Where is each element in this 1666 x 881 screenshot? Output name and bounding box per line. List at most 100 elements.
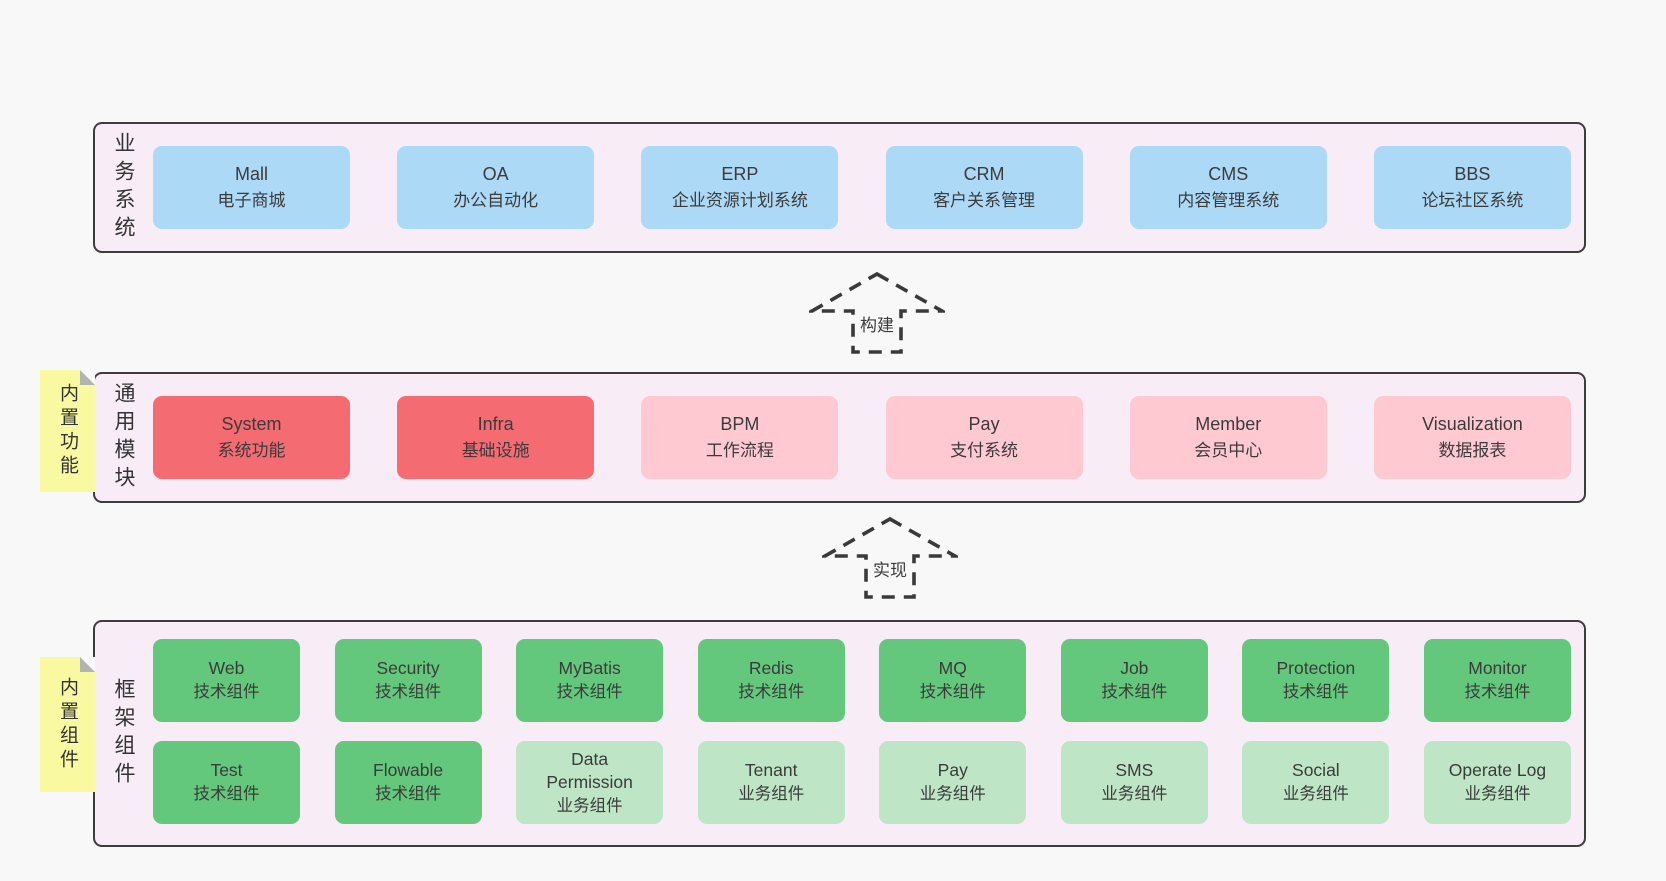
card-desc: 技术组件 xyxy=(738,683,805,702)
build-arrow-label: 构建 xyxy=(857,310,897,337)
up-arrow-icon xyxy=(809,271,945,354)
card-desc: 技术组件 xyxy=(556,683,623,702)
card-security: Security 技术组件 xyxy=(334,639,482,722)
card-desc: 数据报表 xyxy=(1438,440,1507,460)
card-mall: Mall 电子商城 xyxy=(153,146,350,229)
card-desc: 工作流程 xyxy=(705,440,774,460)
card-name: BBS xyxy=(1454,164,1491,185)
business-systems-section: 业务系统 Mall 电子商城 OA 办公自动化 ERP 企业资源计划系统 CRM… xyxy=(93,122,1586,253)
implement-arrow: 实现 xyxy=(822,516,958,600)
card-desc: 系统功能 xyxy=(217,440,286,460)
card-name: Pay xyxy=(968,414,1000,435)
card-visualization: Visualization 数据报表 xyxy=(1373,396,1571,479)
card-desc: 技术组件 xyxy=(193,683,260,702)
card-desc: 企业资源计划系统 xyxy=(671,190,808,210)
card-name: Data Permission xyxy=(546,749,633,792)
builtin-features-sticky-note: 内置功能 xyxy=(40,370,95,492)
card-name: Redis xyxy=(748,658,794,679)
card-tenant: Tenant 业务组件 xyxy=(697,741,845,824)
card-desc: 技术组件 xyxy=(375,785,442,804)
card-desc: 业务组件 xyxy=(1464,785,1531,804)
card-name: Test xyxy=(210,760,243,781)
card-infra: Infra 基础设施 xyxy=(397,396,595,479)
card-desc: 技术组件 xyxy=(1282,683,1349,702)
card-desc: 技术组件 xyxy=(375,683,442,702)
card-data-permission: Data Permission 业务组件 xyxy=(516,741,664,824)
card-cms: CMS 内容管理系统 xyxy=(1129,146,1327,229)
card-operate-log: Operate Log 业务组件 xyxy=(1423,741,1571,824)
card-web: Web 技术组件 xyxy=(153,639,300,722)
card-name: Member xyxy=(1195,414,1262,435)
builtin-components-sticky-note: 内置组件 xyxy=(40,657,95,792)
card-name: Protection xyxy=(1276,658,1356,679)
card-name: Security xyxy=(376,658,440,679)
card-name: Tenant xyxy=(744,760,798,781)
card-name: MQ xyxy=(938,658,967,679)
framework-row-2: Test 技术组件 Flowable 技术组件 Data Permission … xyxy=(153,741,1571,824)
card-desc: 业务组件 xyxy=(919,785,986,804)
card-flowable: Flowable 技术组件 xyxy=(334,741,482,824)
card-name: Infra xyxy=(477,414,514,435)
card-desc: 业务组件 xyxy=(1282,785,1349,804)
card-bpm: BPM 工作流程 xyxy=(641,396,839,479)
framework-cards: Web 技术组件 Security 技术组件 MyBatis 技术组件 Redi… xyxy=(153,639,1571,824)
sticky-label: 内置组件 xyxy=(57,676,78,773)
card-desc: 支付系统 xyxy=(950,440,1019,460)
card-name: Visualization xyxy=(1422,414,1523,435)
card-job: Job 技术组件 xyxy=(1060,639,1208,722)
card-desc: 电子商城 xyxy=(217,190,286,210)
implement-arrow-label: 实现 xyxy=(870,555,910,582)
card-name: CMS xyxy=(1208,164,1249,185)
card-bbs: BBS 论坛社区系统 xyxy=(1373,146,1571,229)
business-section-label: 业务系统 xyxy=(112,131,135,244)
card-system: System 系统功能 xyxy=(153,396,350,479)
card-desc: 办公自动化 xyxy=(453,190,539,210)
sticky-label: 内置功能 xyxy=(57,383,78,479)
card-social: Social 业务组件 xyxy=(1242,741,1390,824)
card-name: MyBatis xyxy=(558,658,621,679)
card-monitor: Monitor 技术组件 xyxy=(1423,639,1571,722)
card-desc: 客户关系管理 xyxy=(933,190,1036,210)
framework-row-1: Web 技术组件 Security 技术组件 MyBatis 技术组件 Redi… xyxy=(153,639,1571,722)
business-cards: Mall 电子商城 OA 办公自动化 ERP 企业资源计划系统 CRM 客户关系… xyxy=(153,124,1571,251)
card-mq: MQ 技术组件 xyxy=(879,639,1027,722)
modules-section-label: 通用模块 xyxy=(112,381,135,494)
card-name: Flowable xyxy=(373,760,444,781)
card-name: Social xyxy=(1292,760,1340,781)
card-desc: 业务组件 xyxy=(738,785,805,804)
card-name: Monitor xyxy=(1468,658,1527,679)
card-desc: 论坛社区系统 xyxy=(1421,190,1524,210)
card-name: SMS xyxy=(1115,760,1154,781)
card-name: Operate Log xyxy=(1448,760,1547,781)
framework-components-section: 内置组件 框架组件 Web 技术组件 Security 技术组件 MyBatis… xyxy=(40,620,1586,847)
common-modules-section: 内置功能 通用模块 System 系统功能 Infra 基础设施 BPM 工作流… xyxy=(40,370,1586,503)
card-pay-module: Pay 支付系统 xyxy=(885,396,1083,479)
card-name: OA xyxy=(482,164,509,185)
card-desc: 技术组件 xyxy=(1101,683,1168,702)
card-oa: OA 办公自动化 xyxy=(397,146,595,229)
card-name: ERP xyxy=(721,164,759,185)
card-desc: 业务组件 xyxy=(1101,785,1168,804)
card-desc: 技术组件 xyxy=(919,683,986,702)
card-sms: SMS 业务组件 xyxy=(1060,741,1208,824)
card-pay-component: Pay 业务组件 xyxy=(879,741,1027,824)
up-arrow-icon xyxy=(822,516,958,599)
card-name: CRM xyxy=(963,164,1005,185)
card-desc: 技术组件 xyxy=(1464,683,1531,702)
card-name: Mall xyxy=(234,164,268,185)
build-arrow: 构建 xyxy=(809,271,945,355)
card-crm: CRM 客户关系管理 xyxy=(885,146,1083,229)
card-name: Pay xyxy=(937,760,968,781)
card-protection: Protection 技术组件 xyxy=(1242,639,1390,722)
card-desc: 会员中心 xyxy=(1194,440,1263,460)
card-desc: 技术组件 xyxy=(193,785,260,804)
card-redis: Redis 技术组件 xyxy=(697,639,845,722)
card-name: Job xyxy=(1120,658,1149,679)
card-desc: 内容管理系统 xyxy=(1177,190,1280,210)
card-name: Web xyxy=(208,658,245,679)
card-mybatis: MyBatis 技术组件 xyxy=(516,639,664,722)
sticky-fold-icon xyxy=(80,370,95,385)
card-erp: ERP 企业资源计划系统 xyxy=(641,146,839,229)
framework-section-label: 框架组件 xyxy=(112,677,135,790)
card-test: Test 技术组件 xyxy=(153,741,300,824)
